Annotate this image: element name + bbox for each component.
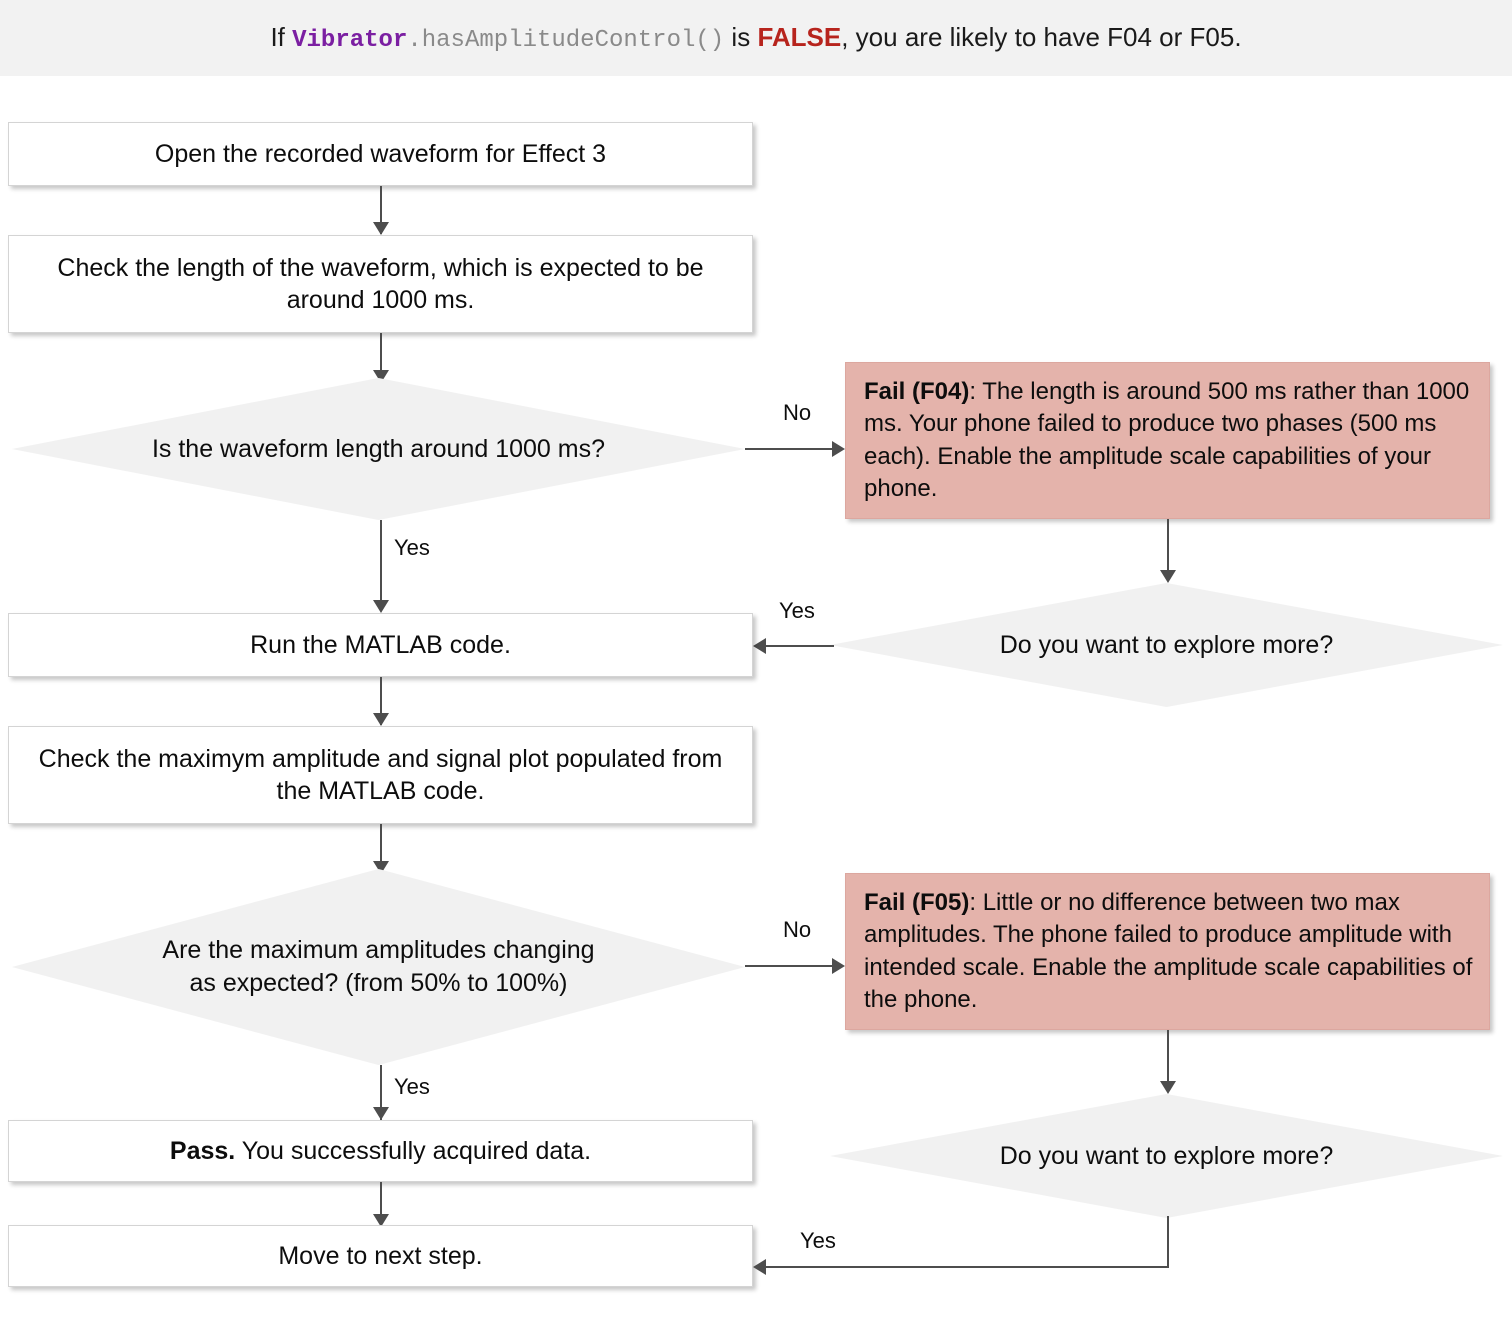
node-fail-f04-separator: : xyxy=(969,378,983,406)
node-open-waveform[interactable]: Open the recorded waveform for Effect 3 xyxy=(8,122,753,186)
node-fail-f04-body: The length is around 500 ms rather than … xyxy=(864,378,1470,502)
decision-amplitudes-changing-label: Are the maximum amplitudes changing as e… xyxy=(162,936,595,997)
node-check-length[interactable]: Check the length of the waveform, which … xyxy=(8,235,753,333)
connector-pass-to-next xyxy=(380,1182,382,1225)
arrow-amplitude-no xyxy=(832,958,845,974)
arrow-explore-top-yes xyxy=(753,638,766,654)
node-pass-code: Pass. xyxy=(169,1136,236,1165)
node-next-step[interactable]: Move to next step. xyxy=(8,1225,753,1287)
node-fail-f05[interactable]: Fail (F05): Little or no difference betw… xyxy=(845,873,1490,1030)
connector-check-to-decision xyxy=(380,333,382,381)
node-pass-text: Pass. You successfully acquired data. xyxy=(170,1135,591,1168)
edge-label-length-no: No xyxy=(783,400,812,425)
connector-explore-bottom-yes-horizontal xyxy=(764,1266,1169,1268)
node-fail-f04[interactable]: Fail (F04): The length is around 500 ms … xyxy=(845,362,1490,519)
decision-waveform-length[interactable]: Is the waveform length around 1000 ms? xyxy=(12,378,745,520)
arrow-length-yes xyxy=(373,600,389,613)
edge-label-amplitude-no: No xyxy=(783,917,812,942)
node-fail-f05-code: Fail (F05) xyxy=(864,889,970,917)
decision-amplitudes-changing[interactable]: Are the maximum amplitudes changing as e… xyxy=(12,869,745,1065)
arrow-f05-to-explore xyxy=(1160,1081,1176,1094)
arrow-f04-to-explore xyxy=(1160,570,1176,583)
arrow-open-to-check xyxy=(373,222,389,235)
node-run-matlab-label: Run the MATLAB code. xyxy=(250,630,511,659)
edge-label-explore-bottom-yes: Yes xyxy=(800,1228,836,1253)
connector-length-no xyxy=(745,448,835,450)
node-fail-f05-separator: : xyxy=(969,889,983,917)
node-check-amplitude-label: Check the maximym amplitude and signal p… xyxy=(38,744,723,806)
arrow-amplitude-yes xyxy=(373,1107,389,1120)
node-next-step-label: Move to next step. xyxy=(278,1241,483,1270)
node-fail-f04-text: Fail (F04): The length is around 500 ms … xyxy=(864,376,1473,505)
decision-explore-more-bottom-label: Do you want to explore more? xyxy=(999,1141,1334,1170)
node-fail-f04-code: Fail (F04) xyxy=(864,378,970,406)
connector-open-to-check xyxy=(380,186,382,234)
node-open-waveform-label: Open the recorded waveform for Effect 3 xyxy=(154,139,607,168)
connector-explore-bottom-yes-vertical xyxy=(1167,1216,1169,1268)
connector-length-yes xyxy=(380,520,382,608)
header-prefix: If xyxy=(270,21,293,52)
edge-label-explore-top-yes: Yes xyxy=(779,598,815,623)
node-fail-f05-body: Little or no difference between two max … xyxy=(864,889,1473,1013)
node-check-amplitude[interactable]: Check the maximym amplitude and signal p… xyxy=(8,726,753,824)
header-class-name: Vibrator xyxy=(292,26,408,54)
decision-explore-more-bottom[interactable]: Do you want to explore more? xyxy=(830,1094,1503,1218)
connector-amplitude-no xyxy=(745,965,835,967)
header-method-name: .hasAmplitudeControl() xyxy=(407,26,725,54)
node-fail-f05-text: Fail (F05): Little or no difference betw… xyxy=(864,887,1473,1016)
edge-label-amplitude-yes: Yes xyxy=(394,1074,430,1099)
connector-check-amp-to-decision xyxy=(380,824,382,872)
decision-waveform-length-label: Is the waveform length around 1000 ms? xyxy=(151,434,606,463)
connector-explore-top-yes xyxy=(764,645,834,647)
header-bool-value: FALSE xyxy=(757,21,842,52)
arrow-pass-to-next xyxy=(373,1214,389,1227)
decision-explore-more-top[interactable]: Do you want to explore more? xyxy=(830,583,1503,707)
header-suffix: , you are likely to have F04 or F05. xyxy=(841,21,1242,52)
header-middle: is xyxy=(724,21,758,52)
decision-explore-more-top-label: Do you want to explore more? xyxy=(999,630,1334,659)
connector-amplitude-yes xyxy=(380,1065,382,1120)
connector-f05-to-explore xyxy=(1167,1030,1169,1090)
connector-f04-to-explore xyxy=(1167,519,1169,579)
connector-matlab-to-check-amp xyxy=(380,677,382,725)
node-pass[interactable]: Pass. You successfully acquired data. xyxy=(8,1120,753,1182)
arrow-explore-bottom-yes xyxy=(753,1259,766,1275)
header-text: If Vibrator.hasAmplitudeControl() is FAL… xyxy=(270,21,1241,56)
node-run-matlab[interactable]: Run the MATLAB code. xyxy=(8,613,753,677)
node-pass-body: You successfully acquired data. xyxy=(235,1136,592,1165)
header-banner: If Vibrator.hasAmplitudeControl() is FAL… xyxy=(0,0,1512,76)
arrow-length-no xyxy=(832,441,845,457)
edge-label-length-yes: Yes xyxy=(394,535,430,560)
node-check-length-label: Check the length of the waveform, which … xyxy=(57,253,704,315)
arrow-matlab-to-check-amp xyxy=(373,713,389,726)
